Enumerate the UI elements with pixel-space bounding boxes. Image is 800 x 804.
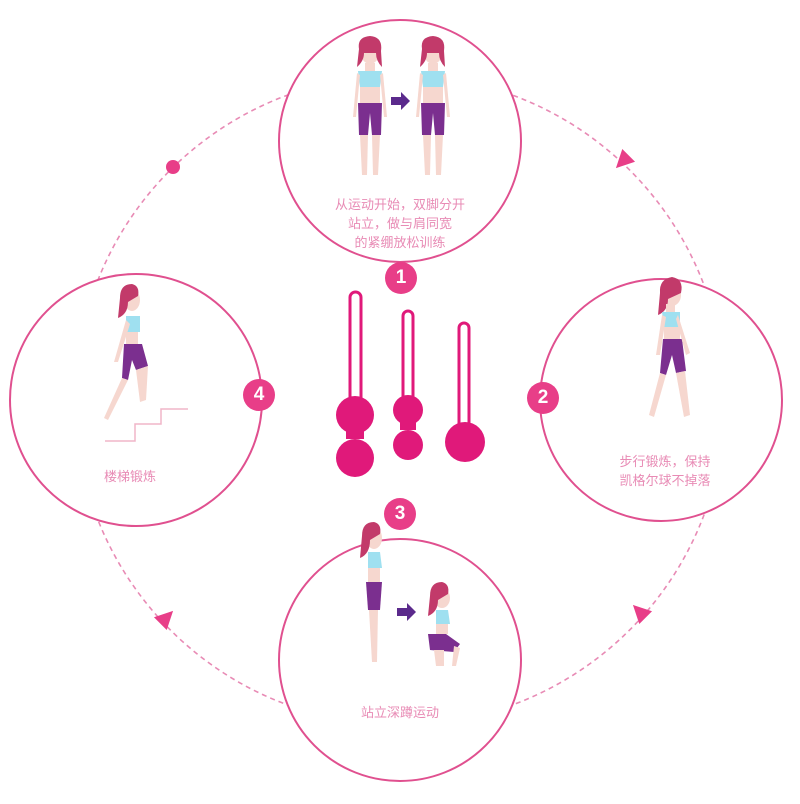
- start-dot-icon: [166, 160, 180, 174]
- step-1-badge: 1: [385, 262, 417, 294]
- caption-line: 楼梯锻炼: [103, 470, 156, 485]
- step-4-illustration: [104, 284, 188, 442]
- step-1-illustration: [353, 36, 450, 175]
- direction-arrow-icon: [615, 148, 636, 169]
- stairs-icon: [105, 408, 188, 442]
- woman-squat-icon: [428, 582, 460, 666]
- caption-line: 凯格尔球不掉落: [619, 474, 711, 489]
- woman-side-standing-icon: [360, 522, 382, 662]
- kegel-ball-double-medium-icon: [393, 309, 423, 460]
- step-2-badge: 2: [527, 382, 559, 414]
- kegel-ball-double-large-icon: [336, 290, 374, 477]
- woman-standing-icon: [353, 36, 387, 175]
- transition-arrow-icon: [397, 603, 416, 621]
- caption-line: 步行锻炼，保持: [619, 455, 711, 470]
- kegel-balls-product: [336, 290, 485, 477]
- step-4-caption: 楼梯锻炼: [70, 468, 190, 487]
- step-4-circle: [9, 273, 263, 527]
- step-2-caption: 步行锻炼，保持 凯格尔球不掉落: [580, 453, 750, 491]
- step-1-caption: 从运动开始，双脚分开 站立，做与肩同宽 的紧绷放松训练: [300, 196, 500, 253]
- caption-line: 的紧绷放松训练: [354, 236, 446, 251]
- caption-line: 站立深蹲运动: [360, 706, 439, 721]
- step-3-badge: 3: [384, 498, 416, 530]
- transition-arrow-icon: [391, 92, 410, 110]
- step-3-illustration: [360, 522, 460, 666]
- step-3-caption: 站立深蹲运动: [320, 704, 480, 723]
- woman-standing-icon: [416, 36, 450, 175]
- step-2-illustration: [649, 277, 690, 417]
- step-3-circle: [278, 538, 522, 782]
- step-4-badge: 4: [243, 379, 275, 411]
- direction-arrow-icon: [153, 610, 174, 631]
- kegel-ball-single-icon: [445, 321, 485, 462]
- direction-arrow-icon: [632, 604, 653, 625]
- caption-line: 从运动开始，双脚分开: [334, 198, 465, 213]
- caption-line: 站立，做与肩同宽: [347, 217, 452, 232]
